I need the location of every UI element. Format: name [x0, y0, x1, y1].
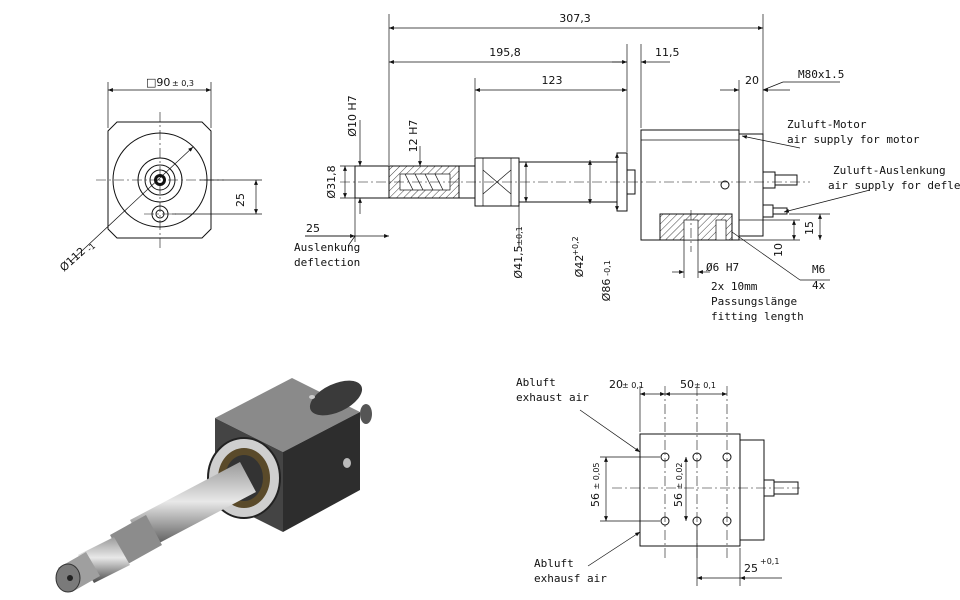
len-11: 11,5: [655, 46, 680, 59]
m6-count: 4x: [812, 279, 826, 292]
dist-20: 20: [609, 378, 623, 391]
h-10: 10: [772, 243, 785, 257]
exhaust-de-2: Abluft: [534, 557, 574, 570]
d112-tol: -1: [85, 241, 97, 253]
len-123: 123: [542, 74, 563, 87]
d42: Ø42: [573, 255, 586, 278]
air-defl-en: air supply for deflection: [828, 179, 960, 192]
air-motor-de: Zuluft-Motor: [787, 118, 867, 131]
v56-b: 56: [672, 493, 685, 507]
side-dim-lines: [305, 14, 871, 281]
h12-h7: 12 H7: [407, 120, 420, 153]
d31-8: Ø31,8: [325, 165, 338, 198]
side-dim-texts: 307,3 195,8 11,5 123 20 M80x1.5 Ø10 H7 1…: [306, 12, 844, 301]
exhaust-en-1: exhaust air: [516, 391, 589, 404]
m6-thread: M6: [812, 263, 825, 276]
d86-tol: -0,1: [603, 260, 612, 276]
d25-bottom-tol: +0,1: [760, 557, 779, 566]
bottom-dim-texts: 20 ± 0,1 50 ± 0,1 56 ± 0,05 56 ± 0,02 25…: [589, 378, 779, 575]
v56-a: 56: [589, 493, 602, 507]
fit-2x10: 2x 10mm: [711, 280, 758, 293]
d10-h7: Ø10 H7: [346, 95, 359, 136]
exhaust-en-2: exhausf air: [534, 572, 607, 585]
len-20: 20: [745, 74, 759, 87]
deflection-de: Auslenkung: [294, 241, 360, 254]
dist-50-tol: ± 0,1: [694, 381, 716, 390]
v56-b-tol: ± 0,02: [675, 462, 684, 489]
d86: Ø86: [600, 279, 613, 302]
exhaust-de-1: Abluft: [516, 376, 556, 389]
side-labels: Auslenkung deflection Zuluft-Motor air s…: [294, 118, 960, 323]
h-15: 15: [803, 221, 816, 235]
bottom-labels: Abluft exhaust air Abluft exhausf air: [516, 376, 607, 585]
front-dim-texts: □90 ± 0,3 25 Ø112 -1: [57, 76, 247, 274]
square-dim: □90: [146, 76, 170, 89]
len-307: 307,3: [559, 12, 591, 25]
v56-a-tol: ± 0,05: [592, 462, 601, 489]
len-195: 195,8: [489, 46, 521, 59]
thread-m80: M80x1.5: [798, 68, 844, 81]
dist-50: 50: [680, 378, 694, 391]
d6-h7: Ø6 H7: [706, 261, 739, 274]
fit-de: Passungslänge: [711, 295, 797, 308]
fit-en: fitting length: [711, 310, 804, 323]
deflection-25: 25: [306, 222, 320, 235]
side-25-dim: 25: [234, 193, 247, 207]
air-motor-en: air supply for motor: [787, 133, 920, 146]
deflection-en: deflection: [294, 256, 360, 269]
spindle-3d-render: [55, 378, 372, 593]
air-defl-de: Zuluft-Auslenkung: [833, 164, 946, 177]
dist-20-tol: ± 0,1: [622, 381, 644, 390]
front-view: [69, 82, 262, 263]
d25-bottom: 25: [744, 562, 758, 575]
side-view: [340, 129, 810, 252]
d42-tol: +0,2: [571, 236, 580, 255]
bottom-view: [579, 386, 800, 586]
d41-5: Ø41,5: [512, 245, 525, 278]
d41-5-tol: ±0,1: [515, 226, 524, 245]
square-tol: ± 0,3: [172, 79, 194, 88]
